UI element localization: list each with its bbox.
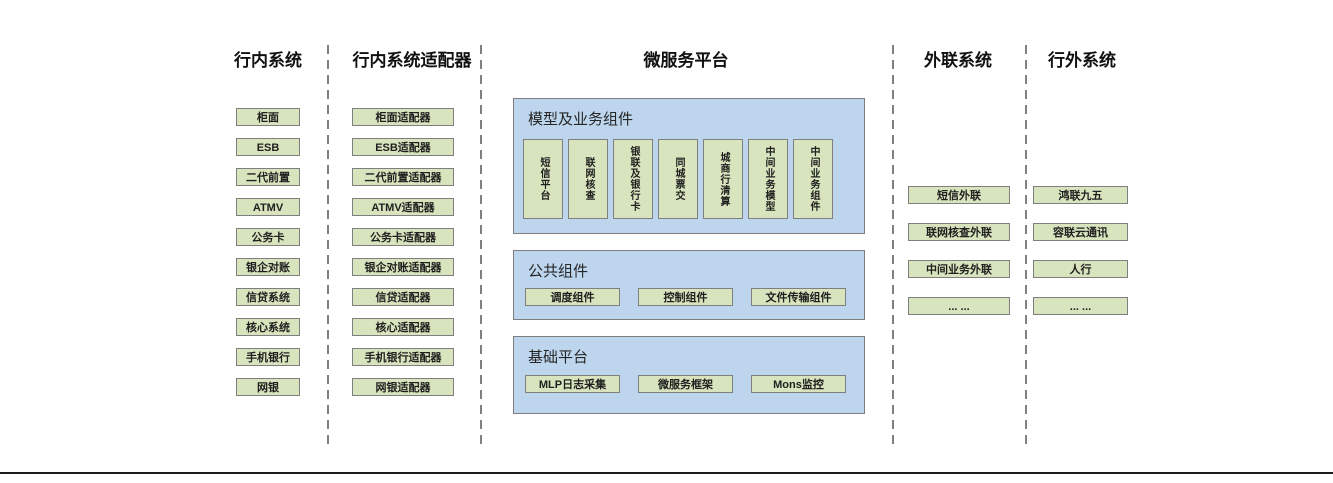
node-box-erdai-qianzhi-adapter: 二代前置适配器 bbox=[352, 168, 454, 186]
node-box-esb-adapter: ESB适配器 bbox=[352, 138, 454, 156]
dashed-divider-3 bbox=[892, 45, 894, 450]
node-box-wangyin-adapter: 网银适配器 bbox=[352, 378, 454, 396]
node-box-control-component: 控制组件 bbox=[638, 288, 733, 306]
node-box-shouji-yinhang: 手机银行 bbox=[236, 348, 300, 366]
node-box-hexin-adapter: 核心适配器 bbox=[352, 318, 454, 336]
outreach-systems-column: 短信外联 联网核查外联 中间业务外联 ... ... bbox=[908, 186, 1010, 315]
node-box-esb: ESB bbox=[236, 138, 300, 156]
panel-common-components: 公共组件 调度组件 控制组件 文件传输组件 bbox=[513, 250, 865, 320]
panel-label: 基础平台 bbox=[528, 349, 589, 366]
node-box-atmv: ATMV bbox=[236, 198, 300, 216]
column-title-internal-systems: 行内系统 bbox=[234, 51, 302, 70]
node-box-atmv-adapter: ATMV适配器 bbox=[352, 198, 454, 216]
node-box-unionpay-bankcard: 银联及银行卡 bbox=[613, 139, 653, 219]
node-box-guimian: 柜面 bbox=[236, 108, 300, 126]
internal-adapters-column: 柜面适配器 ESB适配器 二代前置适配器 ATMV适配器 公务卡适配器 银企对账… bbox=[352, 108, 454, 396]
node-box-erdai-qianzhi: 二代前置 bbox=[236, 168, 300, 186]
node-box-city-bank-clearing: 城商行清算 bbox=[703, 139, 743, 219]
node-box-intermediate-business-outreach: 中间业务外联 bbox=[908, 260, 1010, 278]
node-box-intermediate-business-model: 中间业务模型 bbox=[748, 139, 788, 219]
node-box-mons-monitor: Mons监控 bbox=[751, 375, 846, 393]
horizontal-box-row: MLP日志采集 微服务框架 Mons监控 bbox=[525, 375, 846, 393]
node-box-city-bill-exchange: 同城票交 bbox=[658, 139, 698, 219]
node-box-guimian-adapter: 柜面适配器 bbox=[352, 108, 454, 126]
column-title-external-systems: 行外系统 bbox=[1048, 51, 1116, 70]
node-box-xindai-adapter: 信贷适配器 bbox=[352, 288, 454, 306]
panel-label: 公共组件 bbox=[528, 263, 589, 280]
node-box-mlp-log-collect: MLP日志采集 bbox=[525, 375, 620, 393]
dashed-divider-2 bbox=[480, 45, 482, 450]
node-box-external-ellipsis: ... ... bbox=[1033, 297, 1128, 315]
node-box-yinqi-duizhang: 银企对账 bbox=[236, 258, 300, 276]
node-box-network-check-outreach: 联网核查外联 bbox=[908, 223, 1010, 241]
column-title-microservice-platform: 微服务平台 bbox=[643, 51, 729, 70]
node-box-honglian95: 鸿联九五 bbox=[1033, 186, 1128, 204]
dashed-divider-4 bbox=[1025, 45, 1027, 450]
node-box-shouji-yinhang-adapter: 手机银行适配器 bbox=[352, 348, 454, 366]
node-box-gongwuka-adapter: 公务卡适配器 bbox=[352, 228, 454, 246]
node-box-file-transfer-component: 文件传输组件 bbox=[751, 288, 846, 306]
column-title-internal-adapters: 行内系统适配器 bbox=[352, 51, 472, 70]
horizontal-box-row: 调度组件 控制组件 文件传输组件 bbox=[525, 288, 846, 306]
vertical-box-row: 短信平台 联网核查 银联及银行卡 同城票交 城商行清算 中间业务模型 中间业务组… bbox=[523, 139, 833, 219]
node-box-scheduling-component: 调度组件 bbox=[525, 288, 620, 306]
node-box-xindai: 信贷系统 bbox=[236, 288, 300, 306]
node-box-microservice-framework: 微服务框架 bbox=[638, 375, 733, 393]
panel-label: 模型及业务组件 bbox=[528, 111, 634, 128]
bottom-baseline bbox=[0, 472, 1333, 474]
node-box-ronglian-cloud: 容联云通讯 bbox=[1033, 223, 1128, 241]
node-box-wangyin: 网银 bbox=[236, 378, 300, 396]
node-box-hexin: 核心系统 bbox=[236, 318, 300, 336]
panel-model-business-components: 模型及业务组件 短信平台 联网核查 银联及银行卡 同城票交 城商行清算 中间业务… bbox=[513, 98, 865, 234]
node-box-gongwuka: 公务卡 bbox=[236, 228, 300, 246]
panel-base-platform: 基础平台 MLP日志采集 微服务框架 Mons监控 bbox=[513, 336, 865, 414]
node-box-sms-platform: 短信平台 bbox=[523, 139, 563, 219]
node-box-sms-outreach: 短信外联 bbox=[908, 186, 1010, 204]
node-box-outreach-ellipsis: ... ... bbox=[908, 297, 1010, 315]
node-box-intermediate-business-component: 中间业务组件 bbox=[793, 139, 833, 219]
external-systems-column: 鸿联九五 容联云通讯 人行 ... ... bbox=[1033, 186, 1128, 315]
dashed-divider-1 bbox=[327, 45, 329, 450]
column-title-outreach-systems: 外联系统 bbox=[924, 51, 992, 70]
node-box-yinqi-duizhang-adapter: 银企对账适配器 bbox=[352, 258, 454, 276]
node-box-pboc: 人行 bbox=[1033, 260, 1128, 278]
internal-systems-column: 柜面 ESB 二代前置 ATMV 公务卡 银企对账 信贷系统 核心系统 手机银行… bbox=[236, 108, 300, 396]
node-box-network-check: 联网核查 bbox=[568, 139, 608, 219]
